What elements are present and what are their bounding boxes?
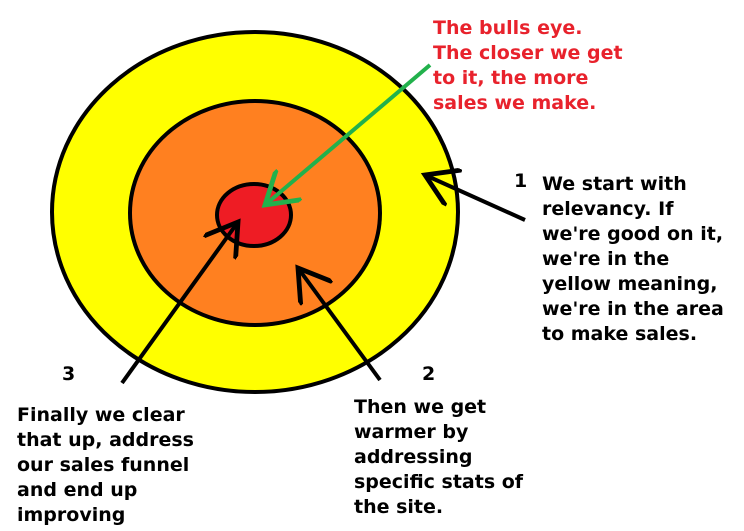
bullseye-arrow bbox=[265, 63, 432, 205]
step1-arrow bbox=[425, 175, 526, 222]
step1-number: 1 bbox=[514, 170, 528, 192]
step2-arrow bbox=[298, 268, 382, 382]
step2-number: 2 bbox=[422, 363, 436, 385]
step3-arrow bbox=[120, 222, 238, 385]
step3-number: 3 bbox=[62, 363, 76, 385]
step1-text: We start with relevancy. If we're good o… bbox=[542, 173, 724, 345]
step2-text: Then we get warmer by addressing specifi… bbox=[354, 396, 524, 518]
bullseye-note: The bulls eye. The closer we get to it, … bbox=[433, 17, 623, 114]
step3-text: Finally we clear that up, address our sa… bbox=[17, 404, 194, 526]
